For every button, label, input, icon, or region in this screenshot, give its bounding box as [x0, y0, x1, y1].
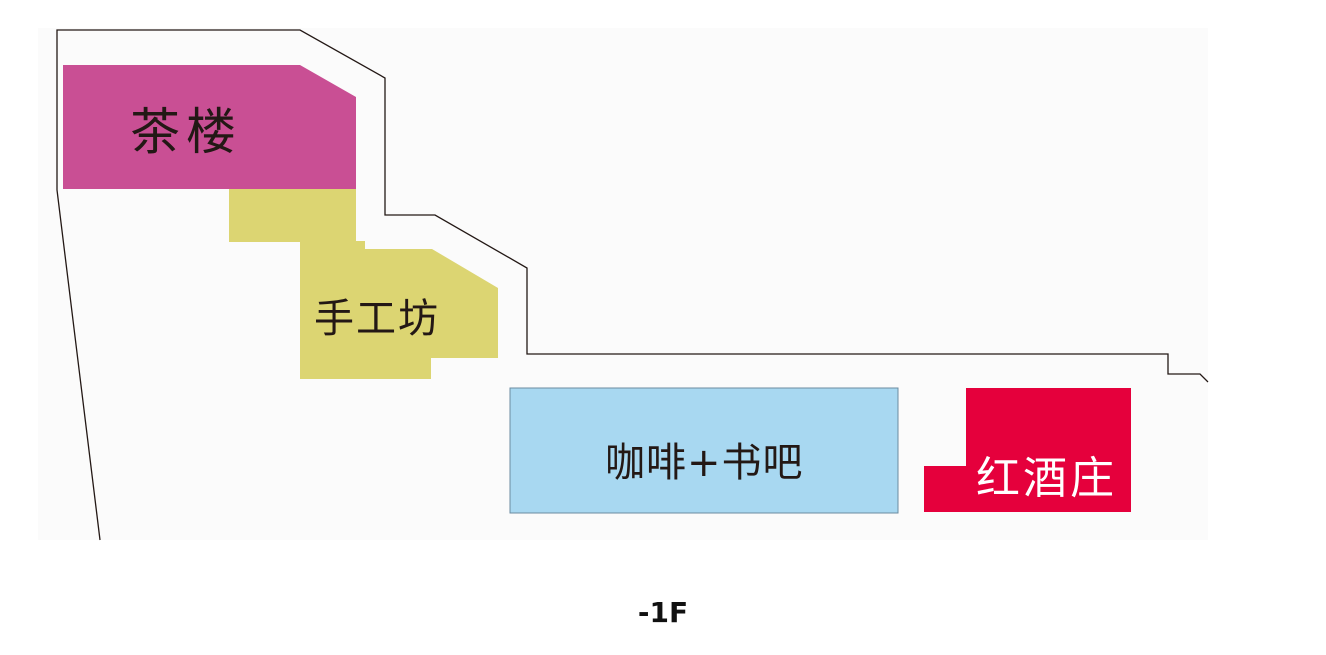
shop-label-tea-house: 茶楼	[130, 103, 242, 161]
shop-zone-tea-house[interactable]	[63, 65, 356, 189]
shop-label-wine-house: 红酒庄	[976, 453, 1117, 504]
shop-label-handcraft-workshop: 手工坊	[314, 296, 440, 342]
shop-zone-wine-house[interactable]	[924, 388, 1131, 512]
shop-zone-cafe-bookbar[interactable]	[509, 387, 899, 514]
floor-label: -1F	[637, 596, 689, 629]
shop-zone-handcraft-workshop[interactable]	[229, 189, 498, 379]
building-outline	[56, 29, 1209, 541]
shop-label-cafe-bookbar: 咖啡+书吧	[605, 440, 804, 486]
